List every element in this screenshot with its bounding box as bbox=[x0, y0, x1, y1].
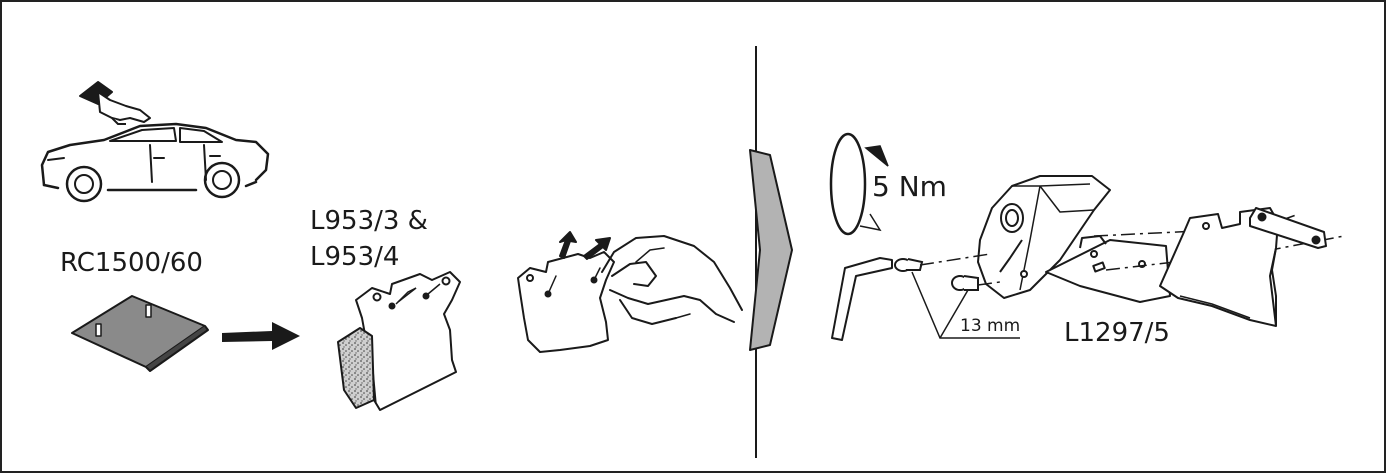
hand-pointer-icon bbox=[80, 82, 150, 124]
foot-part bbox=[978, 176, 1170, 302]
cover-label-line2: L953/4 bbox=[310, 242, 399, 272]
torque-label: 5 Nm bbox=[872, 170, 947, 203]
car-icon bbox=[42, 124, 268, 201]
adapter-label: RC1500/60 bbox=[60, 248, 203, 278]
allen-key-icon bbox=[832, 258, 892, 340]
foot-label: L1297/5 bbox=[1064, 318, 1170, 348]
adapter-plate bbox=[72, 296, 208, 371]
spanner-size-label: 13 mm bbox=[960, 316, 1020, 336]
transition-arrow bbox=[222, 322, 300, 350]
hand-removing-tape bbox=[518, 232, 742, 352]
cover-part bbox=[338, 272, 460, 410]
cover-label-line1: L953/3 & bbox=[310, 206, 428, 236]
